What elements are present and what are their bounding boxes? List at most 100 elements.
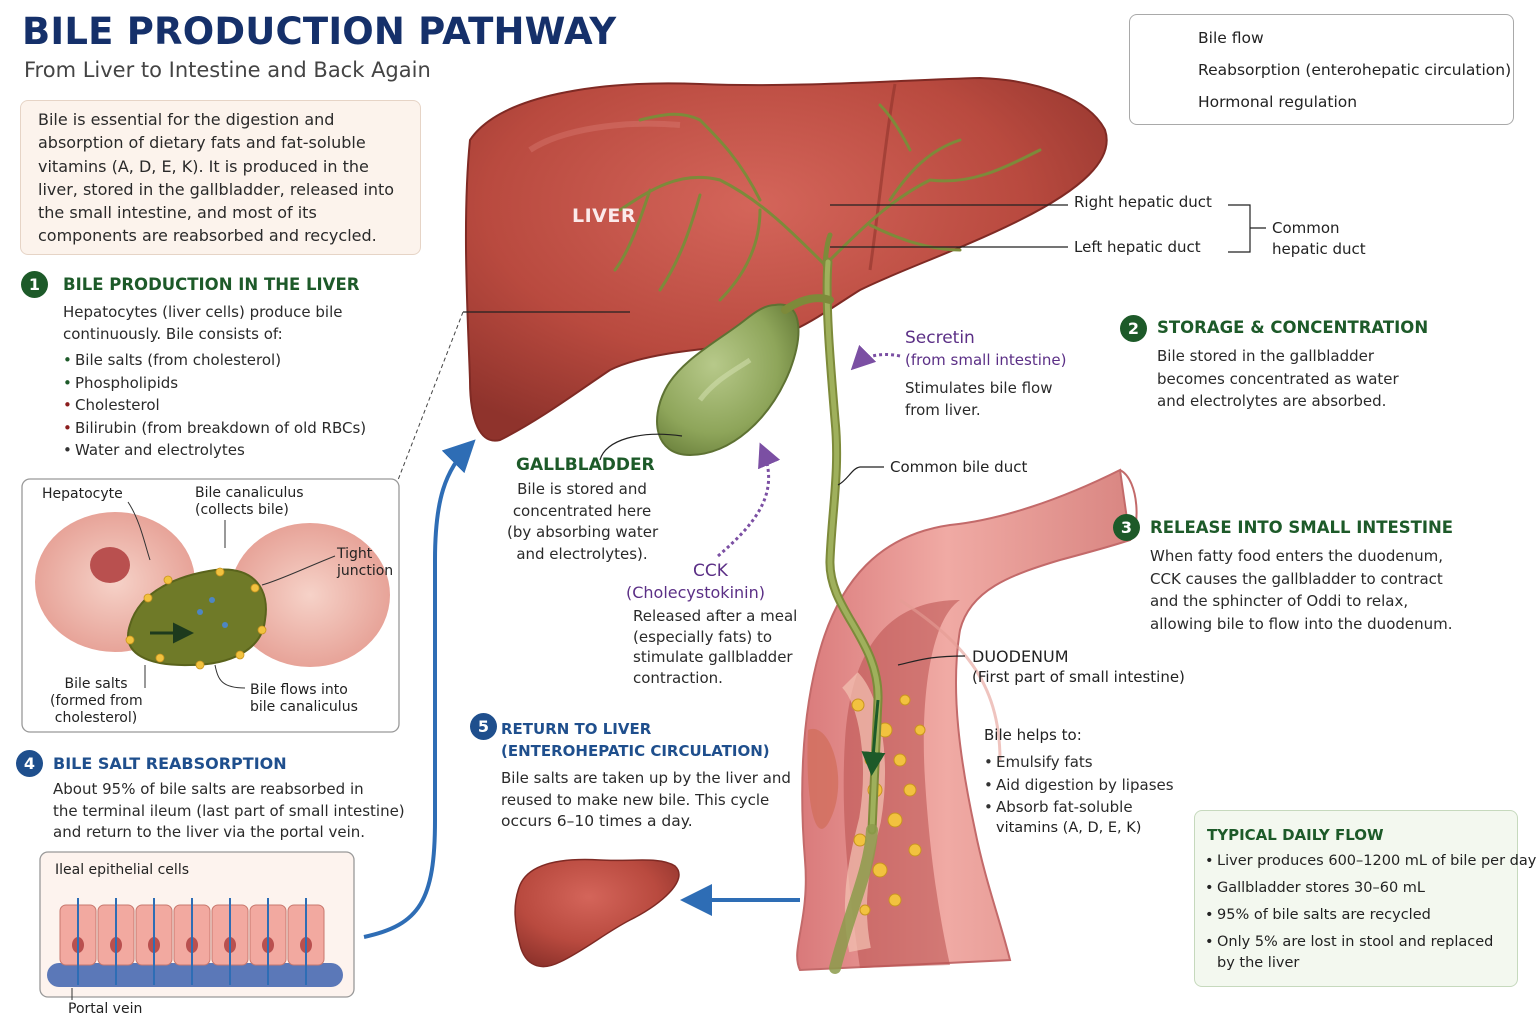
step-3-heading: RELEASE INTO SMALL INTESTINE — [1150, 518, 1454, 537]
salts-line: cholesterol) — [54, 710, 138, 726]
right-hepatic-duct-label: Right hepatic duct — [1074, 193, 1212, 211]
secretin-arrow — [850, 344, 901, 371]
step-3-line: and the sphincter of Oddi to relax, — [1150, 592, 1409, 610]
salts-line: (formed from — [50, 693, 143, 709]
step-4-line: and return to the liver via the portal v… — [53, 823, 366, 841]
step-3-number: 3 — [1113, 514, 1140, 541]
step-5-heading: RETURN TO LIVER — [501, 720, 652, 738]
gallbladder-line: Bile is stored and — [517, 480, 647, 498]
tight-line: Tight — [337, 546, 373, 562]
step-5-subheading: (ENTEROHEPATIC CIRCULATION) — [501, 742, 770, 760]
list-item: Phospholipids — [63, 372, 366, 395]
step-5-line: Bile salts are taken up by the liver and — [501, 769, 791, 787]
gallbladder-text: Bile is stored and concentrated here (by… — [507, 479, 658, 565]
inset-connector — [397, 311, 464, 481]
step-2-line: becomes concentrated as water — [1157, 369, 1399, 388]
list-item: Aid digestion by lipases — [984, 774, 1174, 797]
step-1-text: Hepatocytes (liver cells) produce bile c… — [63, 302, 342, 345]
cck-line: contraction. — [633, 668, 723, 687]
ileal-cells-label: Ileal epithelial cells — [55, 862, 189, 878]
step-3-text: When fatty food enters the duodenum, CCK… — [1150, 545, 1453, 635]
step-4-line: About 95% of bile salts are reabsorbed i… — [53, 780, 364, 798]
daily-flow-list: Liver produces 600–1200 mL of bile per d… — [1205, 851, 1536, 980]
secretin-line: from liver. — [905, 400, 981, 419]
bile-helps-title: Bile helps to: — [984, 726, 1082, 744]
liver-label: LIVER — [572, 205, 636, 227]
secretin-source: (from small intestine) — [905, 351, 1067, 369]
page-title: BILE PRODUCTION PATHWAY — [22, 10, 617, 53]
step-2-heading: STORAGE & CONCENTRATION — [1157, 318, 1429, 337]
duodenum-subtitle: (First part of small intestine) — [972, 668, 1185, 686]
common-hepatic-duct-label: Common hepatic duct — [1272, 218, 1366, 260]
step-5-line: reused to make new bile. This cycle — [501, 790, 770, 809]
list-item: Bile salts (from cholesterol) — [63, 349, 366, 372]
hepatocyte-inset — [21, 478, 400, 733]
step-3-line: allowing bile to flow into the duodenum. — [1150, 614, 1453, 633]
secretin-title: Secretin — [905, 328, 975, 348]
portal-vein-label: Portal vein — [68, 1001, 143, 1017]
step-3-line: CCK causes the gallbladder to contract — [1150, 569, 1443, 588]
gallbladder-title: GALLBLADDER — [516, 455, 655, 475]
page-subtitle: From Liver to Intestine and Back Again — [24, 58, 431, 82]
step-2-line: and electrolytes are absorbed. — [1157, 392, 1387, 410]
canaliculus-label: Bile canaliculus (collects bile) — [195, 485, 304, 519]
ileal-inset — [39, 851, 355, 1000]
liver-shape — [464, 76, 1108, 442]
bile-flows-label: Bile flows into bile canaliculus — [250, 682, 358, 716]
intro-line: Bile is essential for the digestion and — [38, 110, 335, 129]
step-1-heading: BILE PRODUCTION IN THE LIVER — [63, 275, 360, 294]
cck-source: (Cholecystokinin) — [626, 583, 765, 602]
list-item: Gallbladder stores 30–60 mL — [1205, 878, 1536, 899]
step-1-line: Hepatocytes (liver cells) produce bile — [63, 303, 343, 321]
list-item: Cholesterol — [63, 394, 366, 417]
tight-junction-label: Tight junction — [337, 546, 393, 580]
intro-line: components are reabsorbed and recycled. — [38, 226, 377, 246]
legend-item-bile-flow: Bile flow — [1198, 29, 1264, 47]
list-item: Absorb fat-soluble — [984, 796, 1174, 819]
common-hepatic-line: hepatic duct — [1272, 240, 1366, 258]
step-2-number: 2 — [1120, 315, 1147, 342]
list-item: Water and electrolytes — [63, 439, 366, 462]
gallbladder-line: concentrated here — [512, 501, 652, 520]
step-5-number: 5 — [470, 713, 497, 740]
common-bile-duct-label: Common bile duct — [890, 458, 1028, 476]
daily-flow-box: TYPICAL DAILY FLOW Liver produces 600–12… — [1194, 810, 1536, 987]
daily-flow-title: TYPICAL DAILY FLOW — [1207, 826, 1384, 844]
cck-line: stimulate gallbladder — [633, 648, 793, 666]
hepatocyte-label: Hepatocyte — [42, 486, 123, 502]
canaliculus-line: (collects bile) — [195, 502, 289, 518]
secretin-text: Stimulates bile flow from liver. — [905, 378, 1053, 421]
step-5-line: occurs 6–10 times a day. — [501, 812, 693, 830]
duodenum-shape — [796, 468, 1138, 972]
intro-line: the small intestine, and most of its — [38, 203, 317, 223]
step-2-line: Bile stored in the gallbladder — [1157, 347, 1375, 365]
list-item: Liver produces 600–1200 mL of bile per d… — [1205, 851, 1536, 872]
legend-item-reabsorption: Reabsorption (enterohepatic circulation) — [1198, 61, 1512, 79]
list-item: Only 5% are lost in stool and replaced b… — [1205, 932, 1505, 974]
bile-functions-list: Emulsify fats Aid digestion by lipases A… — [984, 751, 1174, 819]
step-3-line: When fatty food enters the duodenum, — [1150, 547, 1443, 565]
return-arrow-up — [363, 439, 476, 939]
step-4-text: About 95% of bile salts are reabsorbed i… — [53, 779, 405, 844]
cck-title: CCK — [693, 561, 728, 581]
intro-line: absorption of dietary fats and fat-solub… — [38, 133, 366, 153]
legend: Bile flow Reabsorption (enterohepatic ci… — [1129, 14, 1514, 125]
tight-line: junction — [337, 563, 394, 579]
legend-item-hormonal: Hormonal regulation — [1198, 93, 1358, 111]
intro-line: liver, stored in the gallbladder, releas… — [38, 179, 395, 199]
common-hepatic-line: Common — [1272, 219, 1340, 237]
cck-line: Released after a meal — [633, 607, 798, 625]
step-2-text: Bile stored in the gallbladder becomes c… — [1157, 345, 1399, 413]
step-1-number: 1 — [21, 271, 48, 298]
step-5-text: Bile salts are taken up by the liver and… — [501, 768, 791, 833]
step-4-heading: BILE SALT REABSORPTION — [53, 754, 287, 773]
gallbladder-shape — [656, 303, 800, 457]
flows-line: Bile flows into — [250, 682, 348, 698]
step-4-line: the terminal ileum (last part of small i… — [53, 801, 405, 820]
cck-text: Released after a meal (especially fats) … — [633, 606, 797, 688]
leader-lines — [463, 204, 1266, 666]
small-liver-shape — [514, 858, 680, 968]
list-item: 95% of bile salts are recycled — [1205, 905, 1536, 926]
step-1-line: continuously. Bile consists of: — [63, 324, 283, 343]
